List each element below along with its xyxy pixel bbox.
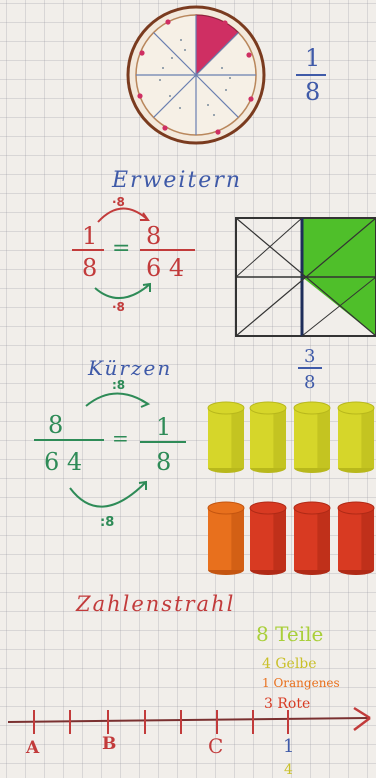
gelbe-label: 4 Gelbe (262, 656, 317, 672)
bottom-digit: 4 (284, 762, 293, 778)
kuerzen-title: Kürzen (88, 356, 173, 380)
pizza-fraction-denominator: 8 (305, 78, 321, 106)
pizza-drawing (126, 5, 266, 145)
cylinder-top-1 (207, 401, 245, 473)
number-line-label-b: B (102, 734, 117, 754)
number-line-label-a: A (26, 738, 40, 758)
kuerzen-left-numerator: 8 (48, 411, 64, 439)
pizza-fraction-bar (296, 74, 326, 76)
kuerzen-right-denominator: 8 (156, 448, 172, 476)
erweitern-factor-top: ·8 (112, 195, 125, 209)
number-line-label-c: C (208, 734, 224, 758)
kuerzen-equals: = (112, 426, 129, 450)
cylinder-bottom-3 (293, 501, 331, 575)
erweitern-equals: = (112, 236, 131, 261)
cylinder-bottom-1 (207, 501, 245, 575)
zahlenstrahl-title: Zahlenstrahl (76, 592, 236, 616)
kuerzen-left-denominator: 6 4 (44, 448, 83, 476)
kuerzen-right-numerator: 1 (156, 413, 172, 441)
number-line-label-one: 1 (283, 736, 295, 757)
cylinder-fraction-denominator: 8 (304, 372, 316, 393)
cylinder-bottom-4 (337, 501, 375, 575)
orangenes-label: 1 Orangenes (262, 676, 340, 690)
erweitern-left-numerator: 1 (82, 222, 98, 250)
pizza-fraction-numerator: 1 (305, 44, 321, 72)
number-line-axis (7, 717, 369, 723)
erweitern-right-numerator: 8 (146, 222, 162, 250)
cylinder-top-4 (337, 401, 375, 473)
erweitern-left-denominator: 8 (82, 254, 98, 282)
teile-label: 8 Teile (256, 622, 324, 646)
number-line-arrow-lower (353, 717, 371, 731)
cylinder-bottom-2 (249, 501, 287, 575)
erweitern-right-denominator: 6 4 (146, 254, 185, 282)
number-line-arrow-upper (353, 706, 371, 720)
erweitern-factor-bottom: ·8 (112, 300, 125, 314)
cylinder-top-2 (249, 401, 287, 473)
cylinder-fraction-numerator: 3 (304, 346, 316, 367)
kuerzen-factor-bottom: :8 (100, 515, 115, 530)
rote-label: 3 Rote (264, 696, 311, 712)
erweitern-title: Erweitern (112, 168, 243, 193)
kuerzen-factor-top: :8 (112, 378, 126, 392)
cylinder-top-3 (293, 401, 331, 473)
